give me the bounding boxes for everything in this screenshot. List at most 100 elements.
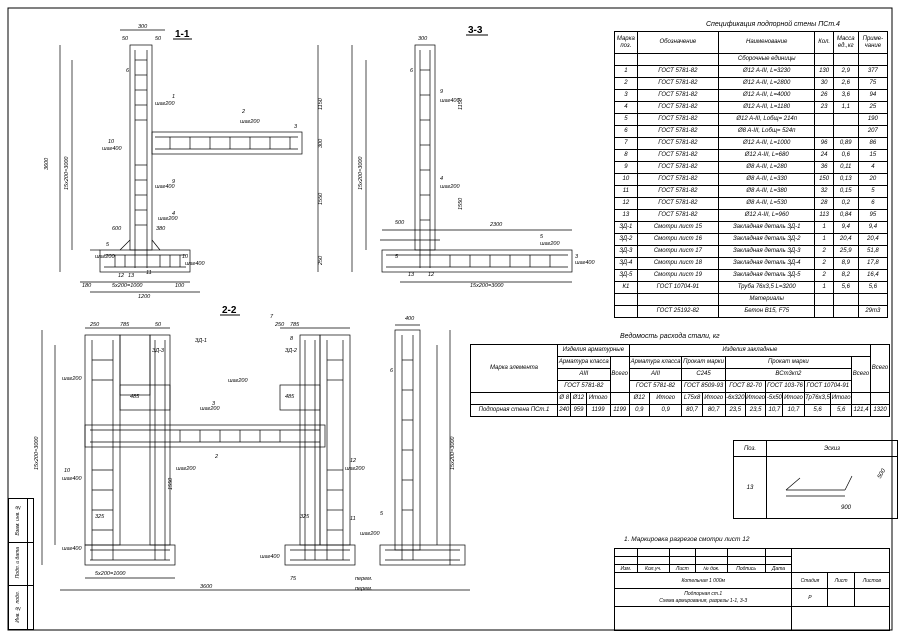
note-text: 1. Маркировка разрезов смотри лист 12	[624, 536, 750, 543]
svg-text:6: 6	[410, 68, 414, 74]
section-1-1-labels: 300 50 50 3600 15х200=3000 1150 300 1550…	[44, 24, 324, 300]
svg-text:7: 7	[270, 314, 274, 320]
svg-text:ЗД-1: ЗД-1	[195, 338, 207, 344]
svg-text:50: 50	[122, 36, 129, 42]
svg-text:3: 3	[212, 401, 216, 407]
svg-text:5: 5	[106, 242, 110, 248]
svg-text:250: 250	[89, 322, 100, 328]
svg-text:5х200=1000: 5х200=1000	[112, 283, 143, 289]
steel-consumption-table: Ведомость расхода стали, кг Марка элемен…	[470, 333, 890, 417]
svg-text:325: 325	[95, 514, 105, 520]
svg-text:перем.: перем.	[355, 576, 372, 582]
svg-text:шаг400: шаг400	[155, 184, 175, 190]
svg-text:12: 12	[428, 272, 434, 278]
specification-table: Спецификация подпорной стены ПСт.4 Марка…	[614, 21, 889, 318]
svg-text:5: 5	[395, 254, 399, 260]
svg-text:шаг400: шаг400	[260, 554, 280, 560]
svg-text:1550: 1550	[458, 197, 464, 210]
section-title-2-2: 2-2	[222, 305, 237, 316]
svg-text:250: 250	[274, 322, 285, 328]
svg-text:300: 300	[138, 24, 148, 30]
svg-text:13: 13	[408, 272, 415, 278]
svg-text:13: 13	[128, 273, 135, 279]
svg-text:12: 12	[118, 273, 124, 279]
bar-sketch-table: Поз.Эскиз 13 900 500	[733, 440, 898, 519]
svg-text:шаг200: шаг200	[200, 406, 220, 412]
svg-text:15х200=3000: 15х200=3000	[470, 283, 504, 289]
vd-title: Ведомость расхода стали, кг	[620, 333, 720, 340]
svg-text:300: 300	[318, 138, 324, 148]
sketch-dim-500: 500	[876, 468, 888, 480]
svg-text:5: 5	[380, 511, 384, 517]
svg-text:75: 75	[290, 576, 297, 582]
svg-text:1200: 1200	[138, 294, 151, 300]
svg-text:180: 180	[82, 283, 92, 289]
svg-text:шаг400: шаг400	[575, 260, 595, 266]
section-3-3-drawing	[351, 44, 573, 283]
svg-text:600: 600	[112, 226, 122, 232]
spec-group2-row: Материалы	[614, 293, 889, 306]
section-2-2-labels: 250 785 50 250 785 400 485 485 325 325 5…	[34, 314, 456, 592]
svg-text:325: 325	[300, 514, 310, 520]
svg-text:шаг200: шаг200	[228, 378, 248, 384]
svg-text:шаг200: шаг200	[360, 531, 380, 537]
svg-text:шаг400: шаг400	[185, 261, 205, 267]
svg-text:шаг400: шаг400	[440, 98, 460, 104]
svg-text:3: 3	[294, 124, 298, 130]
svg-text:шаг200: шаг200	[345, 466, 365, 472]
svg-text:15х200=3000: 15х200=3000	[358, 156, 364, 190]
section-3-3-labels: 300 15х200=3000 2300 500 15х200=3000 115…	[358, 36, 595, 289]
svg-text:12: 12	[350, 458, 356, 464]
svg-text:5: 5	[540, 234, 544, 240]
svg-text:4: 4	[440, 176, 443, 182]
svg-text:2: 2	[241, 109, 245, 115]
svg-text:15х200=3000: 15х200=3000	[450, 436, 456, 470]
svg-text:1: 1	[172, 94, 175, 100]
svg-text:400: 400	[405, 316, 415, 322]
svg-text:50: 50	[155, 36, 162, 42]
svg-text:2300: 2300	[489, 222, 503, 228]
svg-text:50: 50	[155, 322, 162, 328]
svg-text:5х200=1000: 5х200=1000	[95, 571, 126, 577]
svg-text:ЗД-3: ЗД-3	[152, 348, 165, 354]
section-1-1-drawing	[59, 29, 319, 293]
svg-text:10: 10	[64, 468, 71, 474]
svg-text:1150: 1150	[318, 97, 324, 110]
svg-text:шаг400: шаг400	[62, 476, 82, 482]
svg-text:380: 380	[156, 226, 166, 232]
svg-text:500: 500	[395, 220, 405, 226]
svg-text:шаг200: шаг200	[240, 119, 260, 125]
svg-text:11: 11	[146, 270, 152, 276]
section-title-3-3: 3-3	[468, 25, 483, 36]
svg-text:3: 3	[575, 254, 579, 260]
svg-text:перем.: перем.	[355, 586, 372, 592]
svg-text:1150: 1150	[458, 97, 464, 110]
svg-text:шаг200: шаг200	[540, 241, 560, 247]
svg-text:шаг200: шаг200	[158, 216, 178, 222]
svg-text:485: 485	[285, 394, 295, 400]
svg-text:485: 485	[130, 394, 140, 400]
svg-text:2: 2	[214, 454, 218, 460]
sketch-dim-900: 900	[841, 505, 852, 511]
spec-header-row: Марка поз. Обозначение Наименование Кол.…	[614, 31, 889, 54]
svg-text:10: 10	[108, 139, 115, 145]
svg-text:15х200=3000: 15х200=3000	[64, 156, 70, 190]
svg-text:3600: 3600	[44, 157, 50, 170]
